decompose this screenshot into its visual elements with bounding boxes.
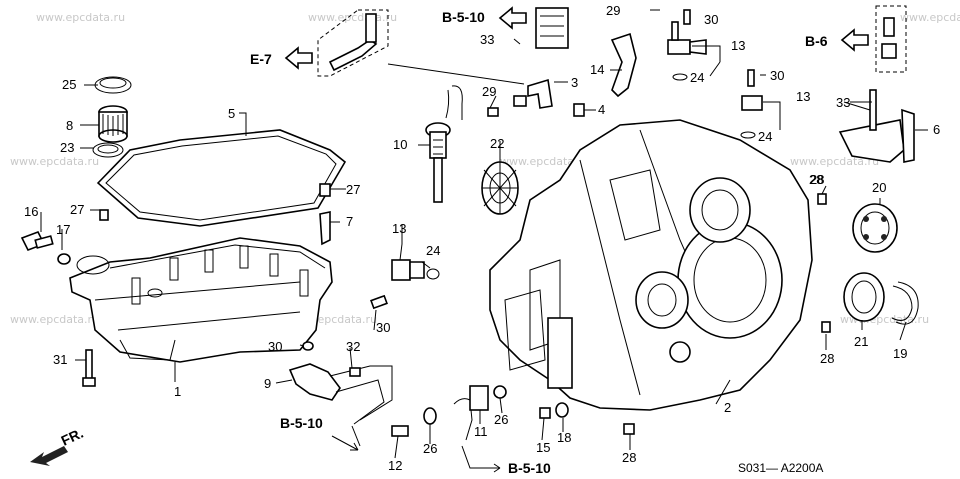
callout-number: 30 [770, 68, 784, 83]
callout-number: 22 [490, 136, 504, 151]
callout-number: 25 [62, 77, 76, 92]
callout-number: 21 [854, 334, 868, 349]
callout-number: 33 [480, 32, 494, 47]
callout-number: 12 [388, 458, 402, 473]
callout-number: 26 [423, 441, 437, 456]
reference-label: B-5-10 [442, 9, 485, 25]
callout-number: 29 [482, 84, 496, 99]
watermark: www.epcdata.ru [900, 11, 960, 24]
callout-numbers: 1 2 3 4 5 6 7 8 9 10 11 12 13 13 13 14 1… [24, 3, 940, 473]
callout-number: 24 [426, 243, 440, 258]
callout-number: 30 [376, 320, 390, 335]
cooler-line-bracket [288, 341, 635, 447]
callout-number: 5 [228, 106, 235, 121]
small-fasteners-left [20, 183, 331, 387]
callout-number: 26 [494, 412, 508, 427]
callout-number: 2 [724, 400, 731, 415]
callout-number: 6 [933, 122, 940, 137]
reference-arrows [284, 6, 869, 473]
leader-lines [40, 9, 928, 459]
callout-number: 33 [836, 95, 850, 110]
callout-number: 24 [758, 129, 772, 144]
watermark: www.epcdata.ru [10, 155, 99, 168]
callout-number: 15 [536, 440, 550, 455]
watermark: www.epcdata.ru [10, 313, 99, 326]
strainer-assembly [92, 76, 132, 158]
watermark: www.epcdata.ru [36, 11, 125, 24]
reference-label: E-7 [250, 51, 272, 67]
front-arrow-icon [30, 446, 68, 466]
callout-number: 14 [590, 62, 604, 77]
callout-number: 9 [264, 376, 271, 391]
callout-number: 28 [820, 351, 834, 366]
callout-number: 4 [598, 102, 605, 117]
watermark: www.epcdata.ru [500, 155, 589, 168]
oil-pan [69, 237, 333, 363]
callout-number: 30 [268, 339, 282, 354]
speed-sensors [370, 9, 763, 310]
callout-number: 23 [60, 140, 74, 155]
callout-number: 28 [810, 172, 824, 187]
callout-number: 8 [66, 118, 73, 133]
watermark: www.epcdata.ru [308, 11, 397, 24]
callout-number: 27 [346, 182, 360, 197]
callout-number: 10 [393, 137, 407, 152]
callout-number: 16 [24, 204, 38, 219]
reference-label: B-5-10 [508, 460, 551, 476]
callout-number: 27 [70, 202, 84, 217]
callout-number: 13 [731, 38, 745, 53]
callout-number: 19 [893, 346, 907, 361]
callout-number: 13 [392, 221, 406, 236]
idler-gear [481, 161, 519, 215]
brackets [487, 32, 915, 163]
callout-number: 30 [704, 12, 718, 27]
reference-labels: B-5-10 E-7 B-6 B-5-10 B-5-10 [250, 9, 828, 476]
callout-number: 1 [174, 384, 181, 399]
callout-number: 20 [872, 180, 886, 195]
dipstick [425, 85, 463, 203]
front-label: FR. [59, 425, 86, 449]
callout-number: 32 [346, 339, 360, 354]
watermark: www.epcdata.ru [790, 155, 879, 168]
reference-label: B-6 [805, 33, 828, 49]
callout-number: 31 [53, 352, 67, 367]
callout-number: 17 [56, 222, 70, 237]
diagram-code: S031— A2200A [738, 461, 823, 475]
callout-number: 28 [809, 172, 823, 187]
callout-number: 18 [557, 430, 571, 445]
callout-number: 3 [571, 75, 578, 90]
front-direction-indicator: FR. [30, 425, 86, 466]
callout-number: 24 [690, 70, 704, 85]
transmission-housing [489, 119, 813, 411]
callout-number: 29 [606, 3, 620, 18]
reference-label: B-5-10 [280, 415, 323, 431]
dashed-detail-boxes [317, 5, 907, 77]
oil-pan-gasket [96, 129, 347, 227]
callout-number: 28 [622, 450, 636, 465]
callout-number: 7 [346, 214, 353, 229]
callout-number: 13 [796, 89, 810, 104]
callout-number: 11 [474, 424, 488, 439]
bearing-and-seals [817, 193, 919, 333]
